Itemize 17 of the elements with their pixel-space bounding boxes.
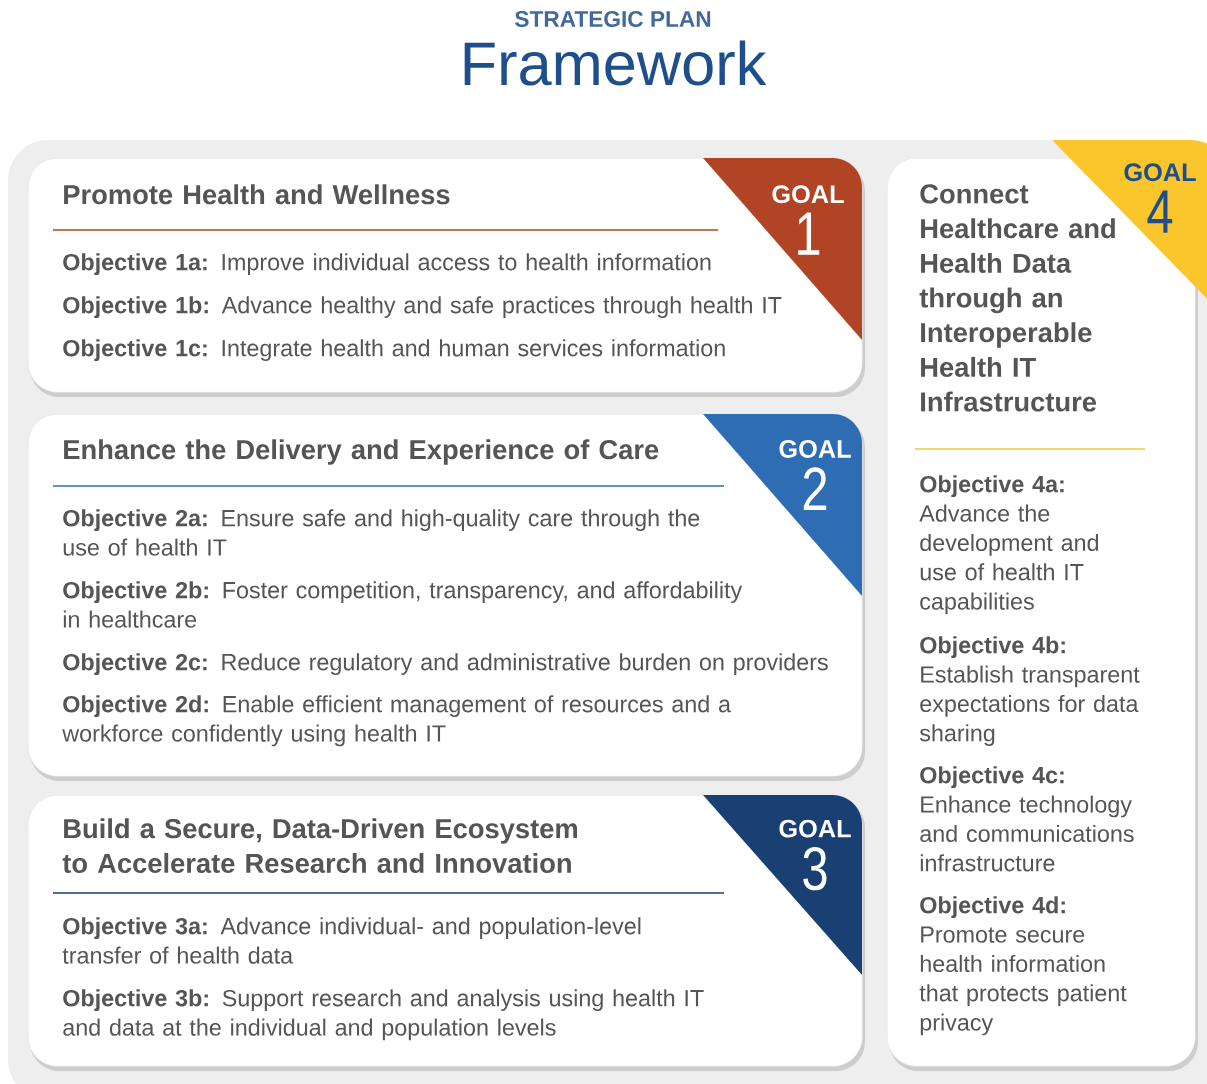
objective-text: Objective 4d: Promote secure health information that protects patient privacy (919, 896, 1127, 1036)
objective-text: Objective 2c: Reduce regulatory and administrative burden on providers (63, 653, 828, 675)
title: Framework (464, 40, 767, 86)
objective-text: Objective 2d: Enable efficient management of resources and a workforce confidently using health IT (62, 695, 731, 747)
card-heading: Build a Secure, Data-Driven Ecosystem to Accelerate Research and Innovation (62, 818, 577, 873)
objective-text: Objective 4a: Advance the development and use of health IT capabilities (919, 475, 1099, 615)
objective-text: Objective 2a: Ensure safe and high-quality care through the use of health IT (63, 509, 700, 556)
goal-corner: GOAL 3 (703, 795, 862, 975)
objective-text: Objective 4b: Establish transparent expectations for data sharing (919, 636, 1140, 746)
objective-text: Objective 1c: Integrate health and human services information (63, 339, 725, 361)
card-heading: Connect Healthcare and Health Data through an Interoperable Health IT Infrastructure (919, 184, 1115, 412)
objective-text: Objective 4c: Enhance technology and communications infrastructure (920, 766, 1134, 872)
card-heading: Promote Health and Wellness (64, 184, 450, 205)
objective-text: Objective 3b: Support research and analysis using health IT and data at the individual and population levels (63, 989, 704, 1041)
card-heading: Enhance the Delivery and Experience of Care (64, 439, 659, 465)
subtitle: STRATEGIC PLAN (515, 10, 711, 28)
objective-text: Objective 3a: Advance individual- and population-level transfer of health data (62, 917, 641, 964)
